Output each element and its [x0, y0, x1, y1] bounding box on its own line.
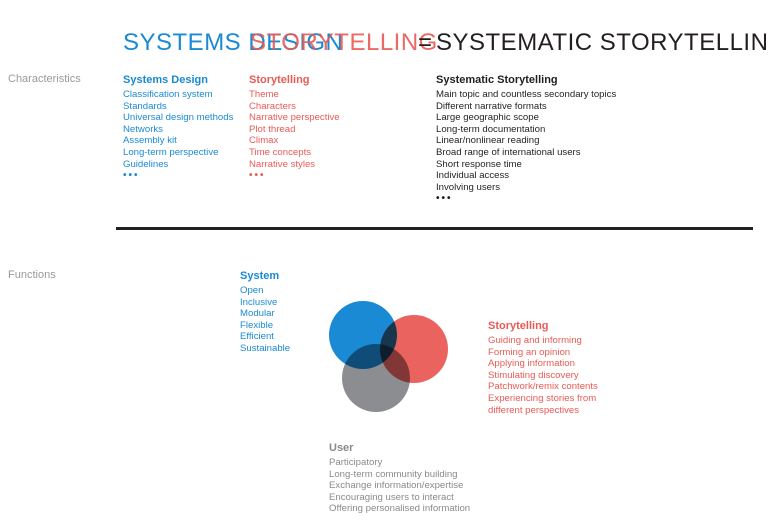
- list-item: Networks: [123, 123, 163, 135]
- list-item: Experiencing stories from: [488, 392, 597, 404]
- list-item: Patchwork/remix contents: [488, 381, 598, 393]
- list-item: Individual access: [436, 170, 510, 182]
- user-list: Participatory Long-term community buildi…: [329, 457, 470, 515]
- systems-design-heading: Systems Design: [123, 74, 208, 86]
- storytelling-list: Theme Characters Narrative perspective P…: [249, 89, 340, 182]
- title-systematic-storytelling: SYSTEMATIC STORYTELLING: [436, 29, 768, 56]
- list-item: Classification system: [123, 89, 213, 100]
- list-item: Sustainable: [240, 342, 291, 354]
- system-list: Open Inclusive Modular Flexible Efficien…: [240, 285, 290, 355]
- systematic-column: Systematic Storytelling Main topic and c…: [436, 73, 616, 205]
- list-item: Guidelines: [123, 158, 169, 170]
- list-item: Flexible: [240, 319, 274, 331]
- list-item: Long-term community building: [329, 468, 458, 480]
- list-item: Short response time: [436, 158, 522, 170]
- list-item: Linear/nonlinear reading: [436, 135, 540, 147]
- list-item: Time concepts: [249, 146, 312, 158]
- more-dots: •••: [249, 170, 266, 182]
- list-item: Different narrative formats: [436, 100, 547, 112]
- list-item: Applying information: [488, 358, 575, 370]
- functions-label: Functions: [8, 269, 56, 281]
- list-item: Plot thread: [249, 123, 296, 135]
- list-item: Encouraging users to interact: [329, 491, 454, 503]
- list-item: Narrative perspective: [249, 112, 340, 124]
- system-functions-column: System Open Inclusive Modular Flexible E…: [240, 269, 290, 355]
- user-heading: User: [329, 442, 354, 454]
- venn-diagram: [329, 301, 448, 412]
- title-storytelling: STORYTELLING: [250, 29, 438, 56]
- user-functions-column: User Participatory Long-term community b…: [329, 441, 470, 515]
- list-item: Exchange information/expertise: [329, 480, 464, 492]
- list-item: Large geographic scope: [436, 112, 539, 124]
- more-dots: •••: [436, 193, 453, 205]
- list-item: Stimulating discovery: [488, 369, 579, 381]
- systems-design-column: Systems Design Classification system Sta…: [123, 73, 233, 182]
- list-item: Characters: [249, 100, 296, 112]
- title-equals: =: [418, 29, 433, 56]
- list-item: Standards: [123, 100, 167, 112]
- list-item: Inclusive: [240, 296, 278, 308]
- list-item: Long-term documentation: [436, 123, 546, 135]
- storytelling-functions-heading: Storytelling: [488, 320, 549, 332]
- list-item: Broad range of international users: [436, 146, 581, 158]
- list-item: Involving users: [436, 181, 500, 193]
- list-item: Participatory: [329, 457, 383, 468]
- systematic-list: Main topic and countless secondary topic…: [436, 89, 616, 205]
- list-item: Offering personalised information: [329, 503, 471, 515]
- characteristics-label: Characteristics: [8, 73, 81, 85]
- section-divider: [116, 227, 753, 230]
- list-item: Open: [240, 285, 264, 296]
- list-item: different perspectives: [488, 404, 580, 416]
- list-item: Main topic and countless secondary topic…: [436, 89, 617, 100]
- list-item: Climax: [249, 135, 279, 147]
- storytelling-functions-list: Guiding and informing Forming an opinion…: [488, 335, 598, 416]
- storytelling-functions-column: Storytelling Guiding and informing Formi…: [488, 319, 598, 416]
- list-item: Long-term perspective: [123, 146, 219, 158]
- storytelling-column: Storytelling Theme Characters Narrative …: [249, 73, 340, 182]
- title-systems-design: SYSTEMS DESIGN: [123, 29, 344, 56]
- list-item: Narrative styles: [249, 158, 316, 170]
- list-item: Efficient: [240, 331, 274, 343]
- list-item: Assembly kit: [123, 135, 177, 147]
- system-heading: System: [240, 270, 280, 282]
- list-item: Forming an opinion: [488, 346, 571, 358]
- list-item: Modular: [240, 308, 275, 320]
- venn-user-circle: [342, 344, 410, 412]
- list-item: Theme: [249, 89, 279, 100]
- list-item: Universal design methods: [123, 112, 234, 124]
- more-dots: •••: [123, 170, 140, 182]
- list-item: Guiding and informing: [488, 335, 582, 346]
- systems-design-list: Classification system Standards Universa…: [123, 89, 233, 182]
- systematic-heading: Systematic Storytelling: [436, 74, 558, 86]
- storytelling-heading: Storytelling: [249, 74, 310, 86]
